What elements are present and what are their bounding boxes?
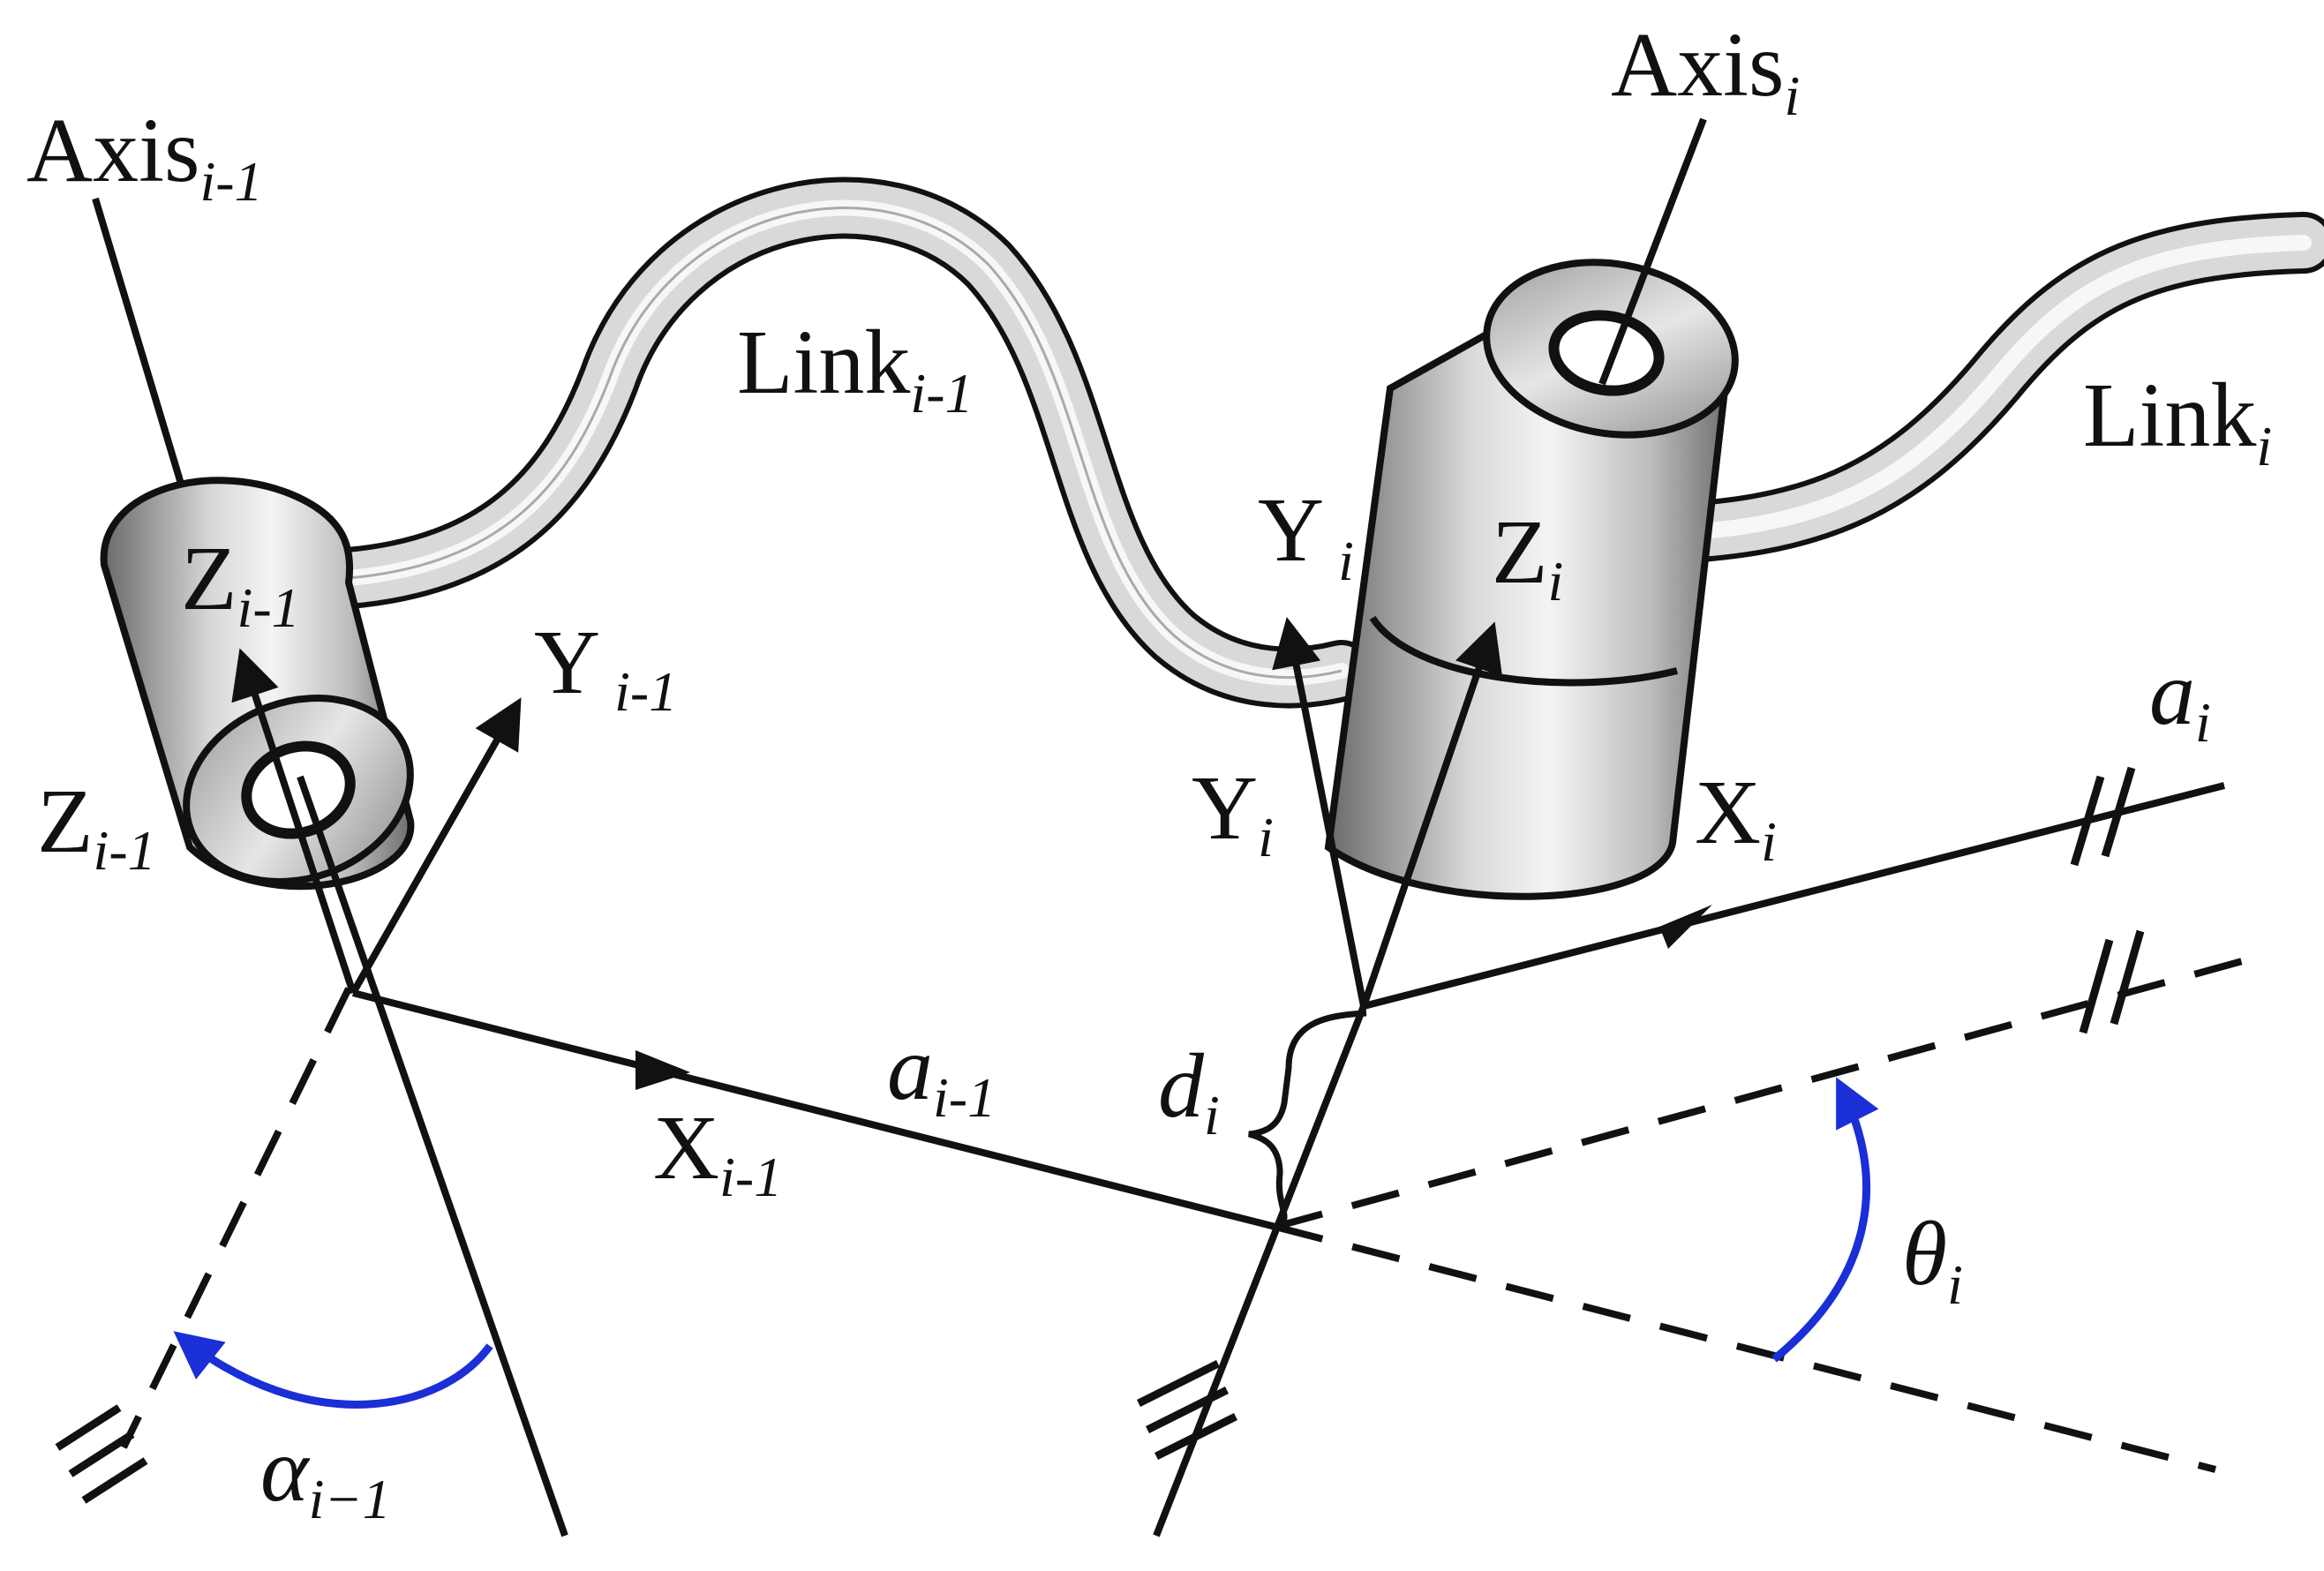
y-cur-top-label: Y i bbox=[1258, 479, 1354, 592]
link-prev-label: Linki-1 bbox=[737, 312, 974, 425]
axis-prev-line bbox=[92, 197, 568, 1537]
link-cur-label: Linki bbox=[2083, 365, 2272, 477]
x-prev-label: Xi-1 bbox=[653, 1097, 782, 1208]
z-prev-side-label: Zi-1 bbox=[37, 770, 156, 882]
z-cur-label: Zi bbox=[1492, 501, 1563, 613]
a-cur-label: ai bbox=[2149, 643, 2211, 754]
x-cur-label: Xi bbox=[1695, 762, 1777, 873]
theta-dashed-lines bbox=[1274, 954, 2257, 1473]
theta-arc bbox=[1771, 1077, 1879, 1363]
axis-cur-label: Axisi bbox=[1611, 14, 1800, 127]
a-prev-label: ai-1 bbox=[887, 1018, 996, 1129]
z-prev-top-label: Zi-1 bbox=[181, 528, 300, 639]
hatch-marks bbox=[55, 766, 2145, 1504]
y-prev-label: Y i-1 bbox=[534, 612, 677, 723]
d-brace bbox=[1248, 1010, 1367, 1230]
link-cur-tube bbox=[1620, 212, 2324, 565]
axis-prev-label: Axisi-1 bbox=[26, 100, 263, 213]
link-prev-tube bbox=[318, 177, 1373, 709]
frame-prev-arrows bbox=[231, 648, 1276, 1230]
d-cur-label: di bbox=[1158, 1035, 1220, 1146]
frame-cur-arrows bbox=[1272, 617, 2225, 1010]
alpha-prev-label: αi−1 bbox=[260, 1419, 391, 1530]
joint-cur-cylinder bbox=[1324, 259, 1739, 900]
axis-cur-line bbox=[1153, 117, 1707, 1537]
theta-cur-label: θi bbox=[1902, 1203, 1963, 1316]
y-cur-side-label: Yi bbox=[1192, 757, 1274, 868]
alpha-arc bbox=[173, 1331, 493, 1409]
